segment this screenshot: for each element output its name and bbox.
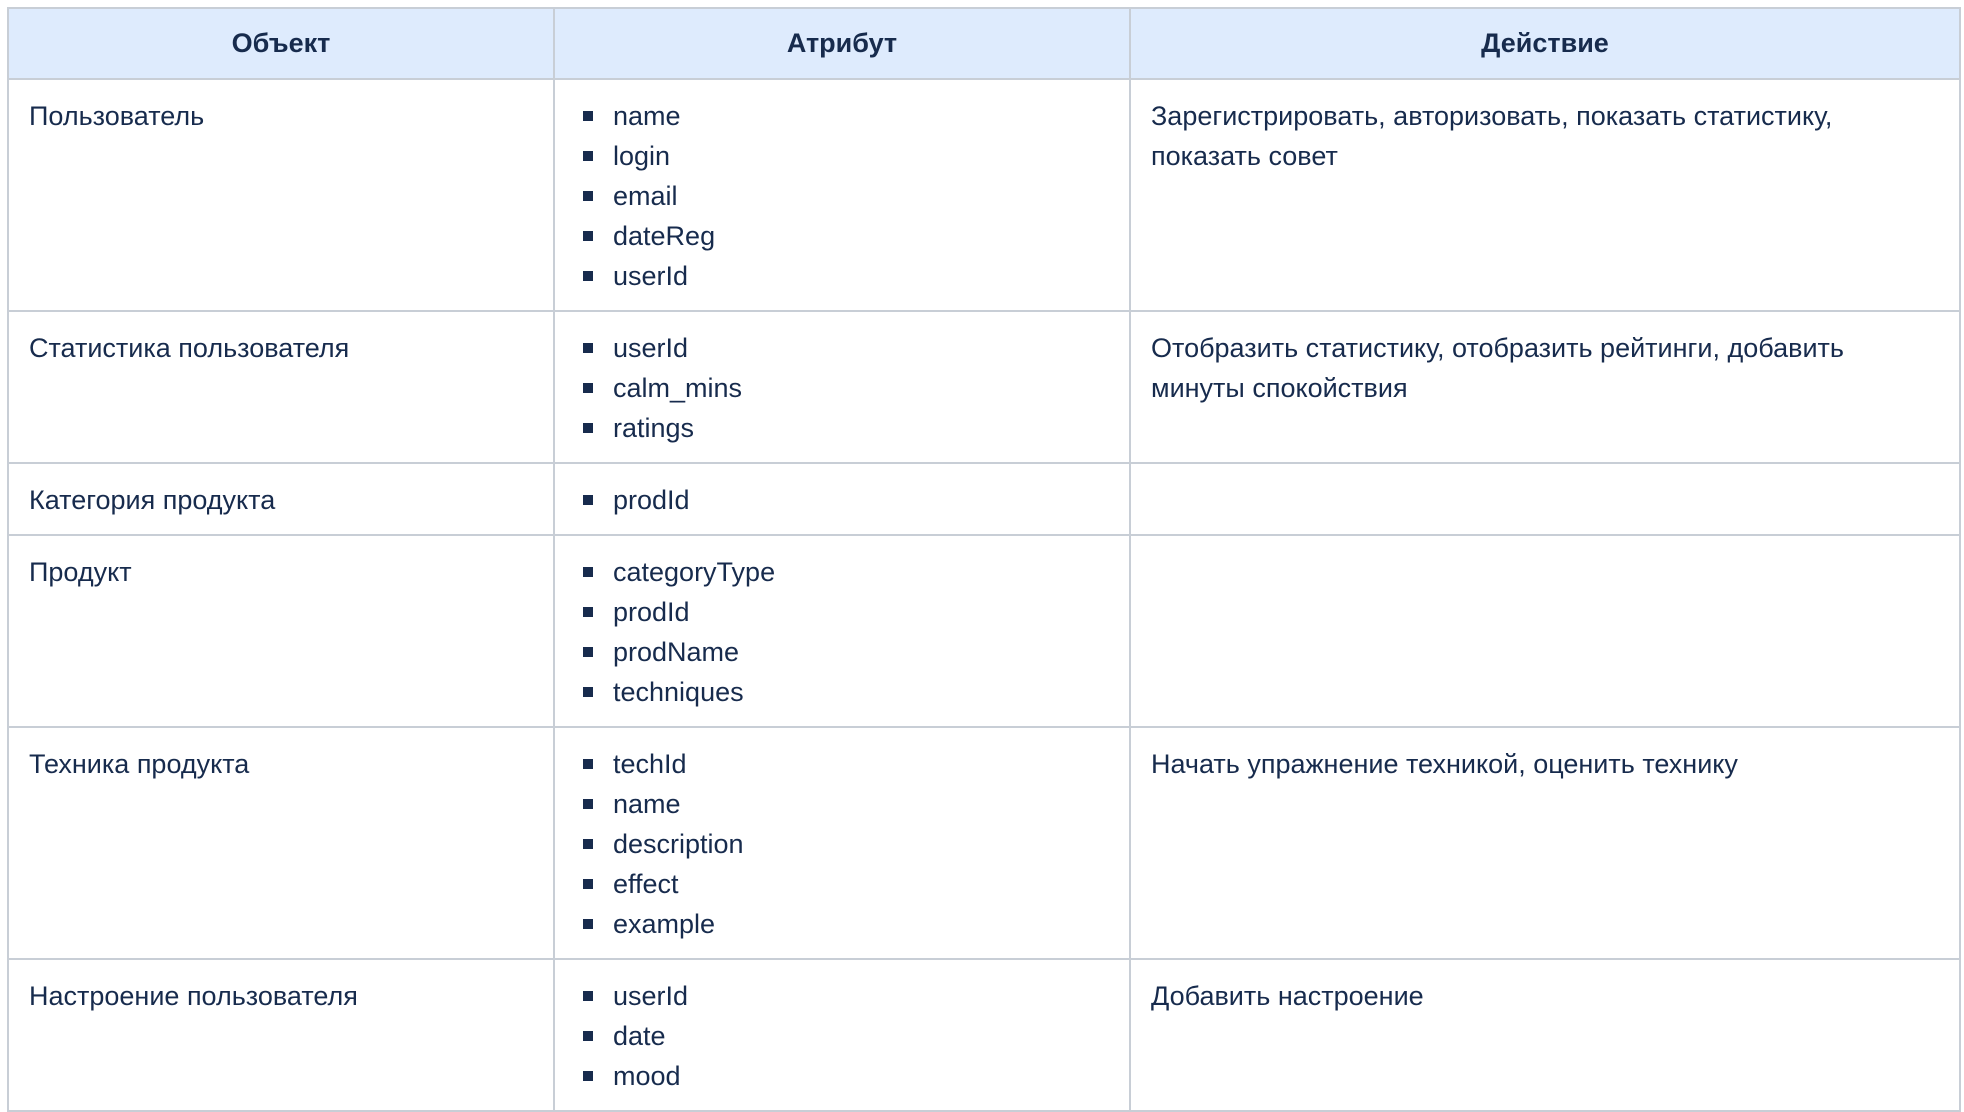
object-cell: Статистика пользователя [7,310,555,464]
attribute-item: prodId [583,480,1109,520]
attribute-item: dateReg [583,216,1109,256]
action-cell [1129,534,1961,728]
action-cell: Зарегистрировать, авторизовать, показать… [1129,78,1961,312]
object-cell: Продукт [7,534,555,728]
header-attribute: Атрибут [553,7,1131,80]
attribute-item: ratings [583,408,1109,448]
header-action: Действие [1129,7,1961,80]
attribute-item: techniques [583,672,1109,712]
attribute-item: userId [583,976,1109,1016]
attribute-item: date [583,1016,1109,1056]
attribute-item: login [583,136,1109,176]
attribute-item: example [583,904,1109,944]
table-row: Категория продукта prodId [7,462,1961,536]
object-cell: Настроение пользователя [7,958,555,1112]
object-cell: Категория продукта [7,462,555,536]
attribute-item: name [583,784,1109,824]
attribute-item: categoryType [583,552,1109,592]
object-cell: Пользователь [7,78,555,312]
attribute-cell: prodId [553,462,1131,536]
attribute-list: prodId [575,480,1109,520]
action-cell: Начать упражнение техникой, оценить техн… [1129,726,1961,960]
table-header-row: Объект Атрибут Действие [7,7,1961,80]
attribute-item: email [583,176,1109,216]
attribute-item: calm_mins [583,368,1109,408]
attribute-item: description [583,824,1109,864]
attribute-item: userId [583,256,1109,296]
attribute-item: userId [583,328,1109,368]
object-cell: Техника продукта [7,726,555,960]
action-cell [1129,462,1961,536]
header-object: Объект [7,7,555,80]
attribute-item: name [583,96,1109,136]
action-cell: Добавить настроение [1129,958,1961,1112]
attribute-item: prodId [583,592,1109,632]
attribute-item: techId [583,744,1109,784]
attribute-item: effect [583,864,1109,904]
action-cell: Отобразить статистику, отобразить рейтин… [1129,310,1961,464]
attribute-item: prodName [583,632,1109,672]
attribute-item: mood [583,1056,1109,1096]
